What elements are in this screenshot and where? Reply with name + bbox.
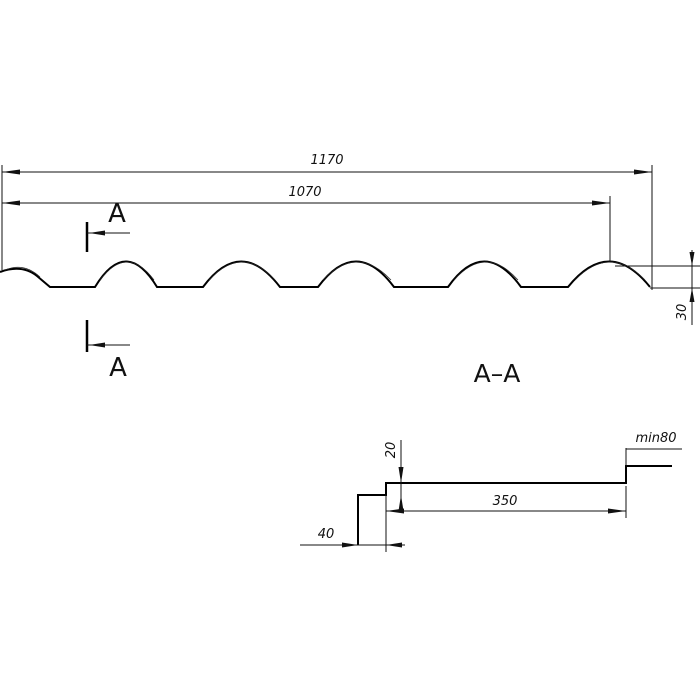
dimension-20: 20: [384, 440, 404, 511]
dimension-30: 30: [615, 250, 700, 325]
wave-profile-view: 1170 1070 30 A: [0, 153, 700, 383]
section-cut-marker-bottom: A: [85, 320, 130, 383]
dimension-min80: min80: [625, 431, 682, 466]
dimension-1070: 1070: [2, 185, 611, 262]
dimension-1070-label: 1070: [288, 185, 321, 200]
dimension-1170: 1170: [1, 153, 653, 290]
dimension-350: 350: [385, 486, 627, 520]
dimension-30-label: 30: [675, 304, 690, 321]
dimension-20-label: 20: [384, 442, 399, 459]
section-cut-marker-top: A: [85, 199, 130, 252]
dimension-350-label: 350: [493, 494, 518, 509]
wave-inner-lines: [4, 261, 646, 281]
cut-label-top: A: [108, 199, 126, 229]
cut-label-bottom: A: [109, 353, 127, 383]
section-view-label: A–A: [474, 359, 521, 388]
dimension-40-label: 40: [318, 527, 335, 542]
wave-profile-outline: [0, 260, 651, 288]
dimension-40: 40: [300, 520, 405, 552]
section-view: A–A 350 20 40: [300, 359, 682, 552]
dimension-1170-label: 1170: [310, 153, 343, 168]
dimension-min80-label: min80: [635, 431, 676, 446]
